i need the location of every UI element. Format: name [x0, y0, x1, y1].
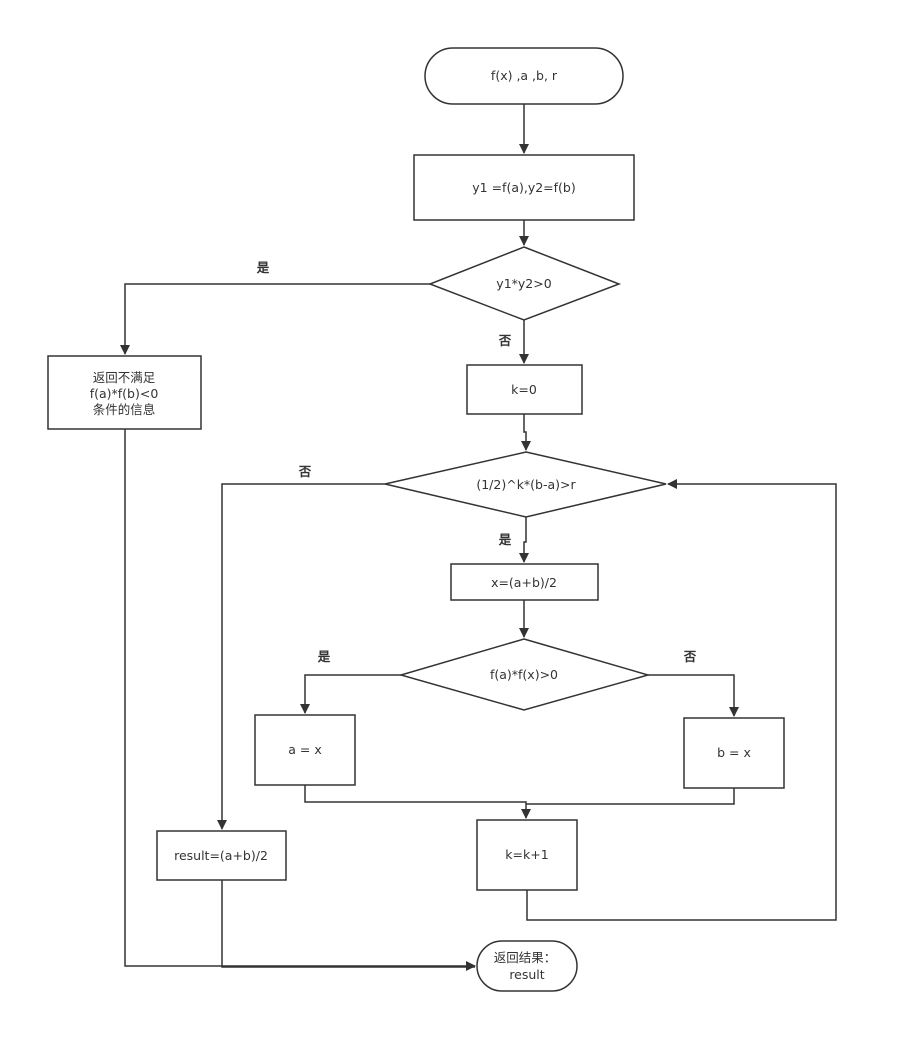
decision-shape — [427, 246, 622, 321]
terminal-shape — [476, 940, 578, 992]
check-sign-label: y1*y2>0 — [496, 276, 551, 291]
error-msg-line-3: 条件的信息 — [93, 402, 156, 417]
decision-shape — [384, 451, 667, 518]
start-label: f(x) ,a ,b, r — [491, 68, 558, 83]
loop-cond-label: (1/2)^k*(b-a)>r — [476, 477, 576, 492]
edge-loop-yes — [519, 517, 529, 563]
process-shape — [156, 830, 287, 881]
node-result: result=(a+b)/2 — [156, 830, 287, 881]
process-shape — [476, 819, 578, 891]
node-compute-y: y1 =f(a),y2=f(b) — [413, 154, 635, 221]
node-assign-b: b = x — [683, 717, 785, 789]
edge-check-yes — [120, 283, 430, 355]
error-msg-line-1: 返回不满足 — [93, 370, 156, 385]
node-init-k: k=0 — [466, 364, 583, 415]
edge-label-loop-no: 否 — [298, 464, 312, 479]
compute-y-label: y1 =f(a),y2=f(b) — [472, 180, 576, 195]
edge-labels: 是 否 否 是 是 否 — [256, 260, 697, 664]
edges — [120, 104, 837, 971]
process-shape — [47, 355, 202, 430]
error-msg-line-2: f(a)*f(b)<0 — [90, 386, 159, 401]
node-assign-a: a = x — [254, 714, 356, 786]
edge-label-check-sign-no: 否 — [498, 333, 512, 348]
node-end: 返回结果： result — [476, 940, 578, 992]
edge-increment-loopback — [526, 479, 837, 921]
end-line-1: 返回结果： — [494, 950, 557, 965]
process-shape — [254, 714, 356, 786]
edge-label-check-mid-no: 否 — [683, 649, 697, 664]
node-check-sign: y1*y2>0 — [427, 246, 622, 321]
increment-k-label: k=k+1 — [505, 847, 548, 862]
edge-error-to-end — [124, 429, 476, 971]
check-mid-label: f(a)*f(x)>0 — [490, 667, 558, 682]
edge-assign-a-to-increment — [304, 785, 531, 819]
end-line-2: result — [509, 967, 544, 982]
edge-label-check-mid-yes: 是 — [317, 649, 331, 664]
process-shape — [450, 563, 599, 601]
node-midpoint: x=(a+b)/2 — [450, 563, 599, 601]
edge-result-to-end — [221, 880, 475, 968]
edge-loop-no — [217, 483, 385, 830]
node-increment-k: k=k+1 — [476, 819, 578, 891]
node-loop-cond: (1/2)^k*(b-a)>r — [384, 451, 667, 518]
edge-initk-to-loop — [521, 414, 531, 451]
midpoint-label: x=(a+b)/2 — [491, 575, 557, 590]
process-shape — [683, 717, 785, 789]
edge-checkmid-no — [648, 674, 739, 717]
process-shape — [466, 364, 583, 415]
node-check-mid: f(a)*f(x)>0 — [398, 638, 651, 711]
init-k-label: k=0 — [511, 382, 537, 397]
process-shape — [413, 154, 635, 221]
edge-checkmid-yes — [300, 674, 401, 714]
assign-a-label: a = x — [288, 742, 321, 757]
edge-label-check-sign-yes: 是 — [256, 260, 270, 275]
result-label: result=(a+b)/2 — [174, 848, 268, 863]
terminal-shape — [424, 47, 624, 105]
edge-label-loop-yes: 是 — [498, 532, 512, 547]
assign-b-label: b = x — [717, 745, 751, 760]
edge-assign-b-to-increment — [526, 788, 735, 805]
decision-shape — [398, 638, 651, 711]
node-error-msg: 返回不满足 f(a)*f(b)<0 条件的信息 — [47, 355, 202, 430]
node-start: f(x) ,a ,b, r — [424, 47, 624, 105]
